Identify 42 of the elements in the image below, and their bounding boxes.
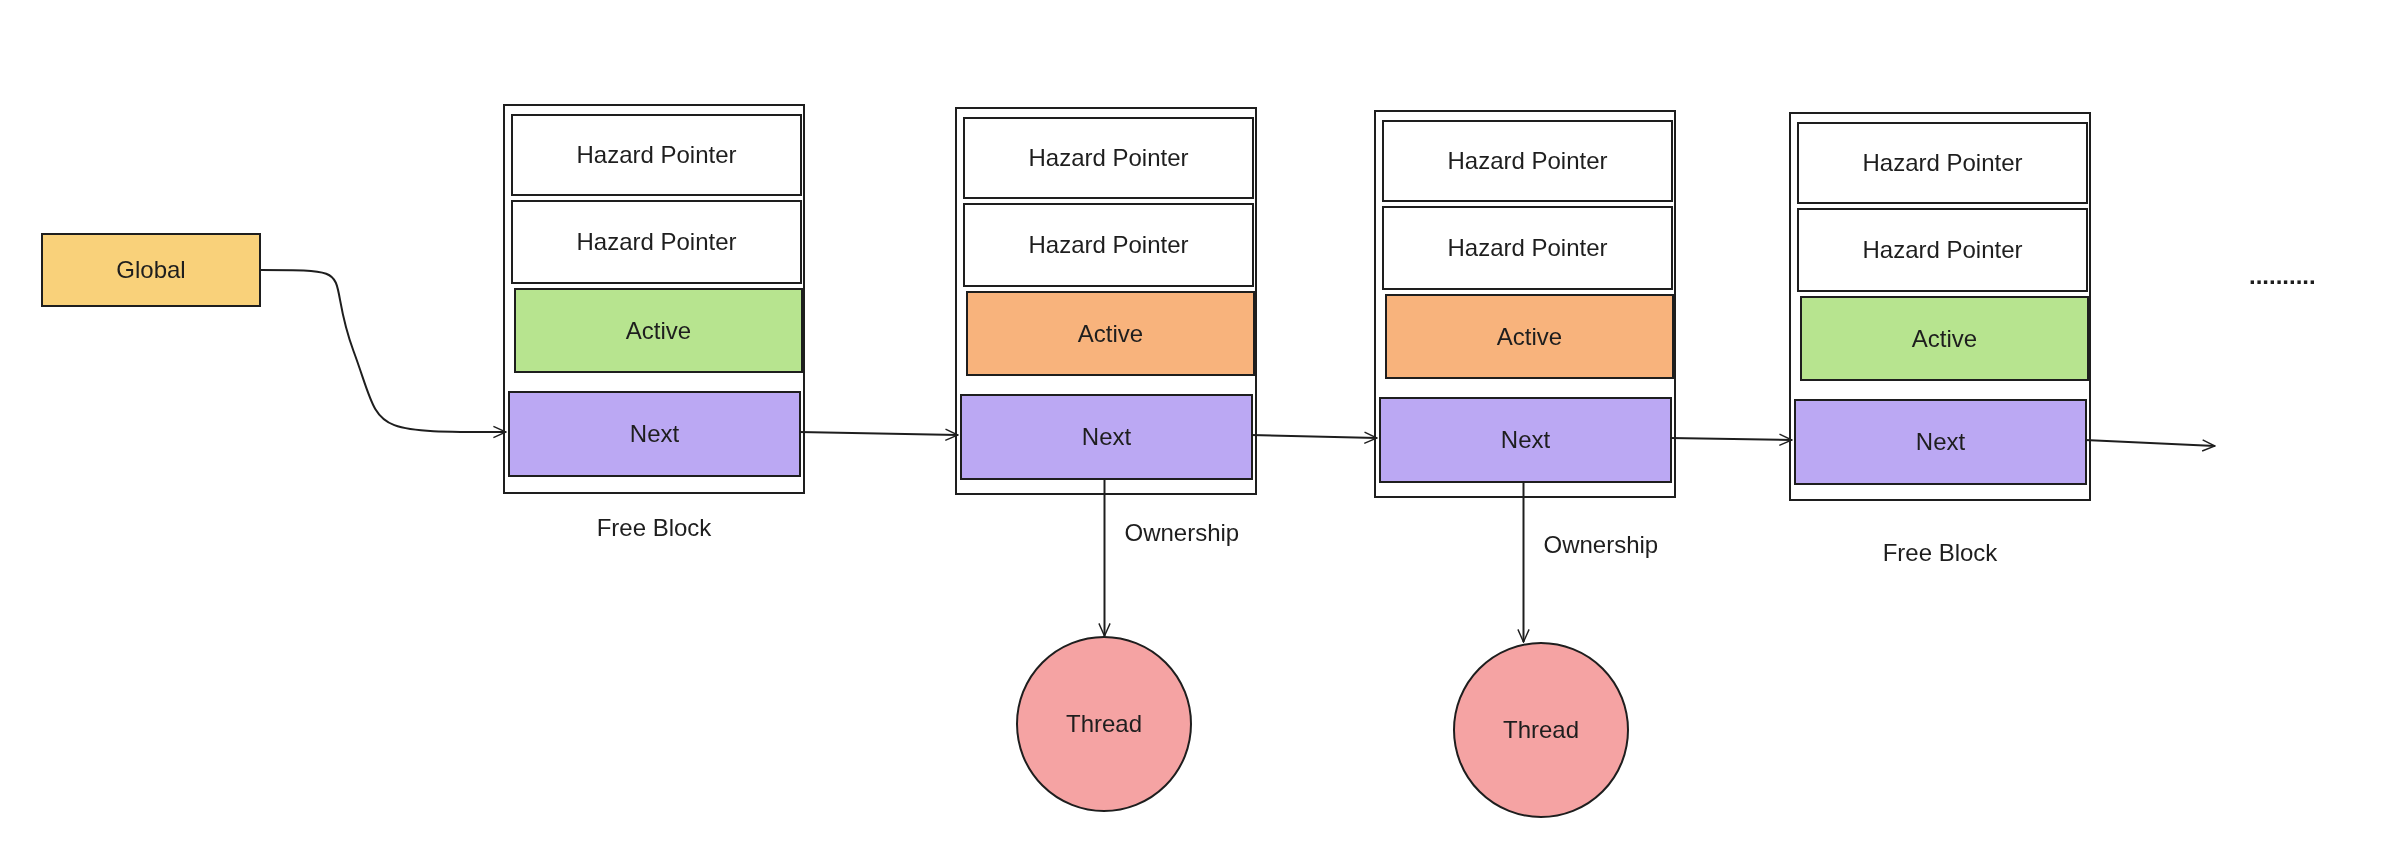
pointer-slot (963, 117, 1254, 199)
node-label: Thread (1064, 709, 1143, 739)
node-label: Next (628, 419, 681, 449)
ellipsis-text: .......... (2249, 261, 2316, 291)
node-label: Hazard Pointer (1446, 146, 1609, 176)
active-slot (1800, 296, 2089, 381)
node-label: Active (1076, 318, 1145, 349)
node-label: Global (115, 255, 187, 285)
node-label: Next (1499, 425, 1552, 455)
pointer-slot (963, 203, 1254, 287)
node-label: Hazard Pointer (1861, 148, 2024, 178)
node-label: Hazard Pointer (1027, 143, 1190, 173)
node-label: Thread (1501, 715, 1580, 745)
pointer-slot (511, 200, 802, 284)
node-label: Hazard Pointer (575, 140, 738, 170)
node-label: Active (624, 315, 693, 346)
global-box (41, 233, 261, 307)
pointer-slot (1797, 208, 2088, 292)
pointer-slot (1382, 206, 1673, 290)
node-label: Next (1914, 427, 1967, 457)
next-slot (960, 394, 1253, 480)
arrow (260, 269, 507, 439)
node-label: Next (1080, 422, 1133, 452)
node-label: Hazard Pointer (1027, 230, 1190, 260)
node-label: Hazard Pointer (1861, 235, 2024, 265)
node-label: Hazard Pointer (1446, 233, 1609, 263)
active-slot (514, 288, 803, 373)
active-slot (966, 291, 1255, 376)
block-caption: Free Block (1881, 538, 1999, 568)
pointer-slot (1382, 120, 1673, 202)
block-frame (1374, 110, 1676, 498)
next-slot (508, 391, 801, 477)
node-label: Hazard Pointer (575, 227, 738, 257)
pointer-slot (1797, 122, 2088, 204)
node-label: Active (1910, 323, 1979, 354)
active-slot (1385, 294, 1674, 379)
next-slot (1794, 399, 2087, 485)
block-frame (955, 107, 1257, 495)
next-slot (1379, 397, 1672, 483)
node-label: Active (1495, 321, 1564, 352)
pointer-slot (511, 114, 802, 196)
block-caption: Free Block (595, 513, 713, 543)
